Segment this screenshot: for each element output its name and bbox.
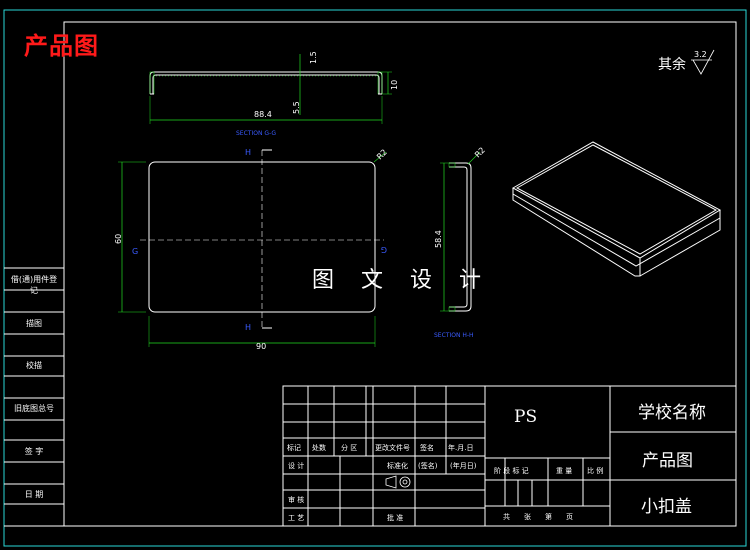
tb-header-change-doc: 更改文件号 xyxy=(375,444,410,452)
roughness-icon xyxy=(691,49,715,75)
dim-top-thickness: 1.5 xyxy=(309,51,318,64)
tb-approve: 批 准 xyxy=(387,514,404,522)
tb-stage: 阶 段 标 记 xyxy=(494,467,529,475)
dim-top-height: 10 xyxy=(390,80,399,90)
part-name: 小扣盖 xyxy=(641,497,692,517)
tb-scale: 比 例 xyxy=(587,467,604,475)
cut-letter-h-top: H xyxy=(245,148,251,157)
tb-header-zone: 分 区 xyxy=(341,444,358,452)
side-label-signature: 签 字 xyxy=(24,447,44,456)
section-g-g-view xyxy=(149,54,392,124)
tb-header-sign: 签名 xyxy=(420,444,434,452)
tb-sheets: 共 张 第 页 xyxy=(503,513,573,521)
tb-header-date: 年.月.日 xyxy=(448,444,474,452)
section-label-h: SECTION H-H xyxy=(434,332,474,339)
material-value: PS xyxy=(514,407,538,427)
outer-frame xyxy=(3,9,747,547)
section-h-h-view xyxy=(440,151,481,312)
tb-standardize: 标准化 xyxy=(387,462,408,470)
tb-design: 设 计 xyxy=(288,462,305,470)
dim-front-width: 90 xyxy=(256,342,266,351)
projection-symbol xyxy=(385,475,411,489)
cut-letter-g-left: G xyxy=(132,247,138,256)
dim-side-radius: R2 xyxy=(473,146,487,160)
side-label-old-number: 旧底图总号 xyxy=(14,404,54,413)
side-label-tracing: 描图 xyxy=(26,319,42,328)
school-name: 学校名称 xyxy=(638,403,706,423)
section-label-g: SECTION G-G xyxy=(236,130,276,137)
roughness-value: 3.2 xyxy=(694,50,707,59)
dim-top-inner: 5.5 xyxy=(292,101,301,114)
title-block-grid xyxy=(282,385,737,527)
side-label-register: 借(通)用件登记 xyxy=(10,275,58,295)
remark-text: 其余 xyxy=(658,57,686,73)
dim-front-height: 60 xyxy=(114,234,123,244)
tb-header-mark: 标记 xyxy=(287,444,301,452)
isometric-view xyxy=(511,141,722,277)
tb-review: 审 核 xyxy=(288,496,305,504)
side-label-check: 校描 xyxy=(26,361,42,370)
side-label-date: 日 期 xyxy=(24,490,44,499)
drawing-name: 产品图 xyxy=(642,451,693,471)
side-column xyxy=(4,267,64,527)
cut-letter-h-bottom: H xyxy=(245,323,251,332)
tb-sign: (签名) xyxy=(418,462,438,470)
tb-weight: 重 量 xyxy=(556,467,573,475)
tb-header-count: 处数 xyxy=(312,444,326,452)
watermark-text: 图 文 设 计 xyxy=(312,268,491,293)
cut-letter-g-right: G xyxy=(381,245,387,254)
drawing-title: 产品图 xyxy=(24,31,99,60)
dim-top-width: 88.4 xyxy=(254,110,272,119)
tb-date: (年月日) xyxy=(450,462,477,470)
tb-process: 工 艺 xyxy=(288,514,305,522)
front-view xyxy=(118,149,387,347)
dim-side-height: 58.4 xyxy=(434,230,443,248)
